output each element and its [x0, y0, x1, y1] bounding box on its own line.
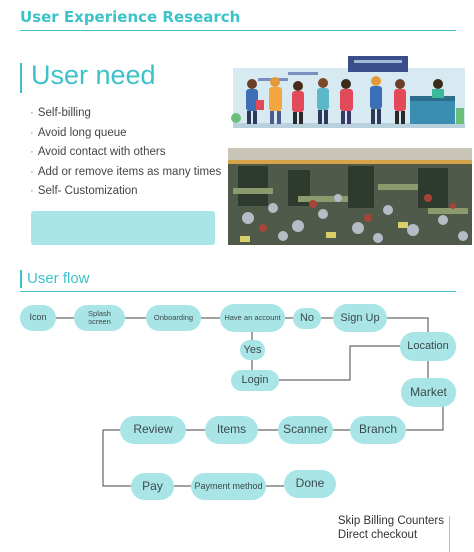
- user-need-list: Self-billing Avoid long queue Avoid cont…: [30, 104, 221, 202]
- flow-node-payment-method: Payment method: [191, 473, 266, 500]
- connector-line: [102, 429, 131, 487]
- flow-node-no: No: [293, 308, 321, 329]
- user-need-item: Avoid long queue: [30, 124, 221, 144]
- flow-node-market: Market: [401, 378, 456, 407]
- footer-note-line: Skip Billing Counters: [337, 515, 444, 527]
- highlight-box: [31, 211, 215, 245]
- user-need-item: Avoid contact with others: [30, 143, 221, 163]
- user-need-title: User need: [31, 60, 156, 90]
- connector-line: [387, 317, 429, 332]
- user-need-item: Self-billing: [30, 104, 221, 124]
- section-accent-bar: [20, 270, 22, 288]
- section-accent-bar: [20, 63, 22, 93]
- flow-node-splash-screen: Splash screen: [74, 305, 125, 331]
- footer-divider: [449, 516, 450, 552]
- flow-node-done: Done: [284, 470, 336, 498]
- flow-node-icon: Icon: [20, 305, 56, 331]
- user-flow-title: User flow: [27, 270, 90, 287]
- page-title: User Experience Research: [20, 8, 241, 26]
- shopping-illustration: [228, 48, 470, 144]
- flow-node-location: Location: [400, 332, 456, 361]
- header-divider: [20, 30, 456, 31]
- user-flow-divider: [20, 291, 456, 292]
- flow-node-login: Login: [231, 370, 279, 391]
- flow-node-review: Review: [120, 416, 186, 444]
- connector-line: [279, 345, 400, 381]
- flow-node-scanner: Scanner: [278, 416, 333, 444]
- footer-note-line: Direct checkout: [337, 529, 418, 541]
- flow-node-pay: Pay: [131, 473, 174, 500]
- flow-node-onboarding: Onboarding: [146, 305, 201, 331]
- user-need-item: Add or remove items as many times: [30, 163, 221, 183]
- flow-node-yes: Yes: [240, 340, 265, 360]
- crowded-store-photo: [228, 148, 472, 245]
- flow-node-have-account: Have an account: [220, 304, 285, 332]
- user-need-item: Self- Customization: [30, 182, 221, 202]
- flow-node-branch: Branch: [350, 416, 406, 444]
- flow-node-sign-up: Sign Up: [333, 304, 387, 332]
- footer-note: Skip Billing Counters Direct checkout: [338, 514, 444, 542]
- flow-node-items: Items: [205, 416, 258, 444]
- connector-line: [406, 404, 444, 431]
